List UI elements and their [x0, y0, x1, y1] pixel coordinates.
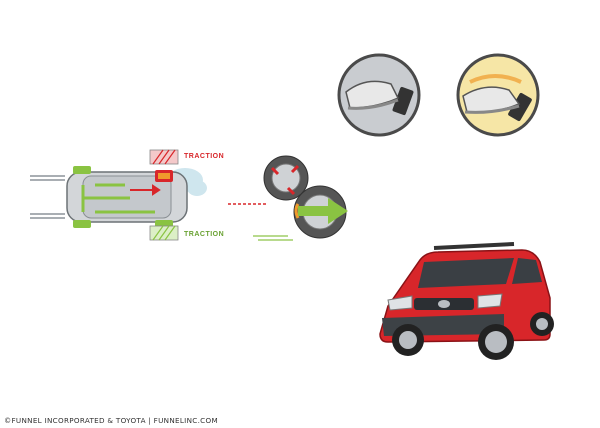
pedal-icon — [337, 53, 421, 137]
suv-icon — [379, 242, 554, 360]
pedal-icon — [456, 53, 540, 137]
wheels-icon — [228, 155, 348, 241]
traction-label-bottom: TRACTION — [184, 231, 225, 238]
car-topview-icon — [30, 149, 207, 241]
traction-label-top: TRACTION — [184, 153, 225, 160]
footer-credit: ©FUNNEL INCORPORATED & TOYOTA | FUNNELIN… — [4, 416, 218, 425]
